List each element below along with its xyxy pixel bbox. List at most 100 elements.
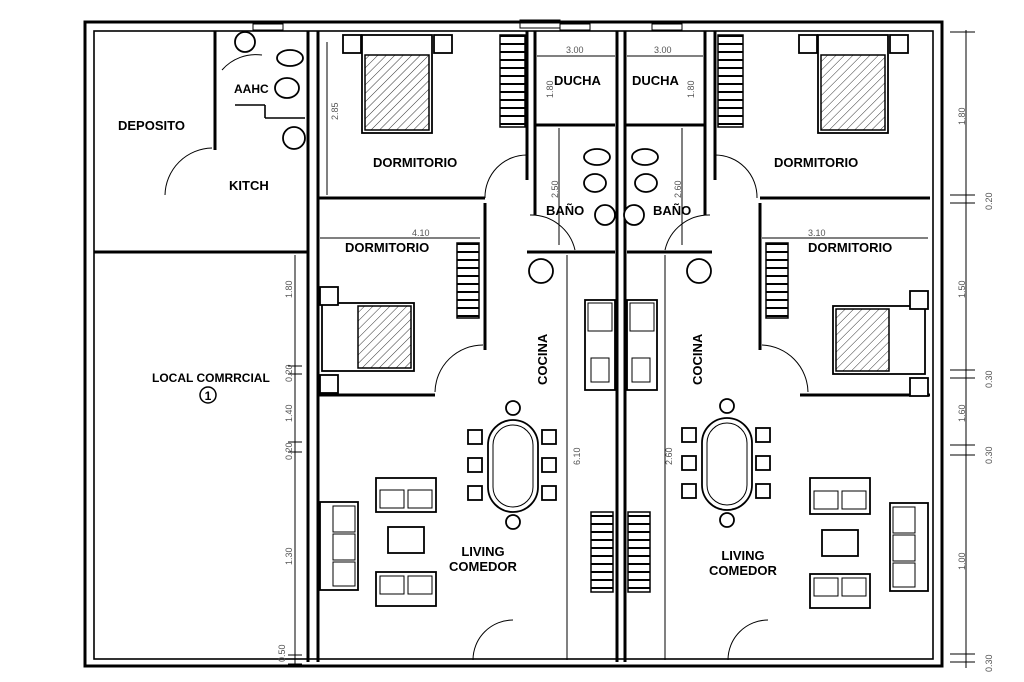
- chair: [755, 483, 771, 499]
- room-label-local: LOCAL COMRRCIAL: [152, 371, 270, 385]
- nightstand: [798, 34, 818, 54]
- dim-right-5: 1.60: [957, 404, 967, 422]
- chair: [505, 514, 521, 530]
- kitchen-counters: [566, 255, 666, 660]
- coffee-table: [821, 529, 859, 557]
- stove-burner-icon: [686, 258, 712, 284]
- dim-dorm-mr-width: 3.10: [808, 228, 826, 238]
- cooktop-icon: [587, 302, 613, 332]
- room-label-bano-l: BAÑO: [546, 203, 584, 218]
- bathroom-fixtures: [234, 31, 712, 284]
- dim-cocina-l: 6.10: [572, 447, 582, 465]
- room-label-living-l: LIVING: [461, 544, 504, 559]
- closet-mr: [765, 242, 789, 319]
- counter-l: [584, 299, 616, 391]
- dim-bano-r-height: 2.60: [673, 180, 683, 198]
- stove-burner-icon: [528, 258, 554, 284]
- door-living-r[interactable]: [727, 619, 769, 661]
- closets: [456, 34, 789, 593]
- room-label-aahc: AAHC: [234, 82, 269, 96]
- door-aahc[interactable]: [221, 54, 263, 71]
- chair: [467, 457, 483, 473]
- chair: [467, 485, 483, 501]
- closet-cocina-r: [627, 511, 651, 593]
- shower-drain-icon: [623, 204, 645, 226]
- nightstand: [889, 34, 909, 54]
- window-top-kitch: [252, 23, 284, 31]
- left-dimension-chain: 1.80 0.20 1.40 0.20 1.30 0.50: [277, 255, 302, 666]
- chair: [755, 427, 771, 443]
- sink-icon: [234, 31, 256, 53]
- chair: [541, 485, 557, 501]
- room-label-dorm-tl: DORMITORIO: [373, 155, 457, 170]
- sink-icon: [282, 126, 306, 150]
- chair: [541, 429, 557, 445]
- door-deposito[interactable]: [164, 147, 213, 196]
- dining-furniture-left: [319, 400, 557, 607]
- nightstand: [319, 374, 339, 394]
- coffee-table: [387, 526, 425, 554]
- chair: [719, 398, 735, 414]
- toilet-icon: [634, 173, 658, 193]
- chair: [681, 427, 697, 443]
- nightstand: [909, 377, 929, 397]
- interior-walls: [94, 31, 930, 662]
- armchair: [375, 477, 437, 513]
- room-label-cocina-l: COCINA: [535, 333, 550, 385]
- armchair: [375, 571, 437, 607]
- dim-left-5: 1.30: [284, 547, 294, 565]
- chair: [719, 512, 735, 528]
- unit-number: 1: [205, 389, 212, 403]
- chair: [681, 483, 697, 499]
- exterior-walls: [83, 19, 944, 668]
- chair: [505, 400, 521, 416]
- door-dorm-tr[interactable]: [714, 154, 758, 199]
- dim-ducha-r-width: 3.00: [654, 45, 672, 55]
- room-label-dorm-tr: DORMITORIO: [774, 155, 858, 170]
- dim-ducha-l-height: 1.80: [545, 80, 555, 98]
- unit-number-badge: [199, 386, 217, 404]
- window-top-2: [559, 23, 591, 31]
- armchair: [809, 477, 871, 515]
- closet-tr: [717, 34, 744, 128]
- dim-ducha-r-height: 1.80: [686, 80, 696, 98]
- room-label-dorm-mr: DORMITORIO: [808, 240, 892, 255]
- closet-tl: [499, 34, 526, 128]
- closet-ml: [456, 242, 480, 319]
- dim-bano-l-height: 2.50: [550, 180, 560, 198]
- window-top-3: [651, 23, 683, 31]
- dining-table: [701, 417, 753, 511]
- door-living-l[interactable]: [472, 619, 514, 661]
- dining-furniture-right: [681, 398, 929, 609]
- nightstand: [342, 34, 362, 54]
- sink-icon: [631, 357, 651, 383]
- nightstand: [909, 290, 929, 310]
- toilet-icon: [583, 173, 607, 193]
- dim-left-4: 0.20: [284, 442, 294, 460]
- chair: [541, 457, 557, 473]
- chair: [467, 429, 483, 445]
- cooktop-icon: [629, 302, 655, 332]
- room-label-kitch: KITCH: [229, 178, 269, 193]
- dim-left-3: 1.40: [284, 404, 294, 422]
- sofa: [889, 502, 929, 592]
- door-dorm-mr[interactable]: [761, 344, 809, 393]
- door-dorm-tl[interactable]: [484, 154, 528, 199]
- room-label-ducha-l: DUCHA: [554, 73, 602, 88]
- dim-left-1: 1.80: [284, 280, 294, 298]
- door-bano-l[interactable]: [529, 214, 576, 251]
- doors: [164, 54, 809, 661]
- dim-right-3: 1.50: [957, 280, 967, 298]
- nightstand: [319, 286, 339, 306]
- dim-right-7: 1.00: [957, 552, 967, 570]
- dim-right-8: 0.30: [984, 654, 994, 672]
- toilet-icon: [274, 77, 300, 99]
- nightstand: [433, 34, 453, 54]
- armchair: [809, 573, 871, 609]
- dim-ducha-l-width: 3.00: [566, 45, 584, 55]
- dim-right-6: 0.30: [984, 446, 994, 464]
- dim-cocina-r: 2.60: [664, 447, 674, 465]
- door-bano-r[interactable]: [664, 214, 711, 251]
- door-dorm-ml[interactable]: [434, 344, 484, 393]
